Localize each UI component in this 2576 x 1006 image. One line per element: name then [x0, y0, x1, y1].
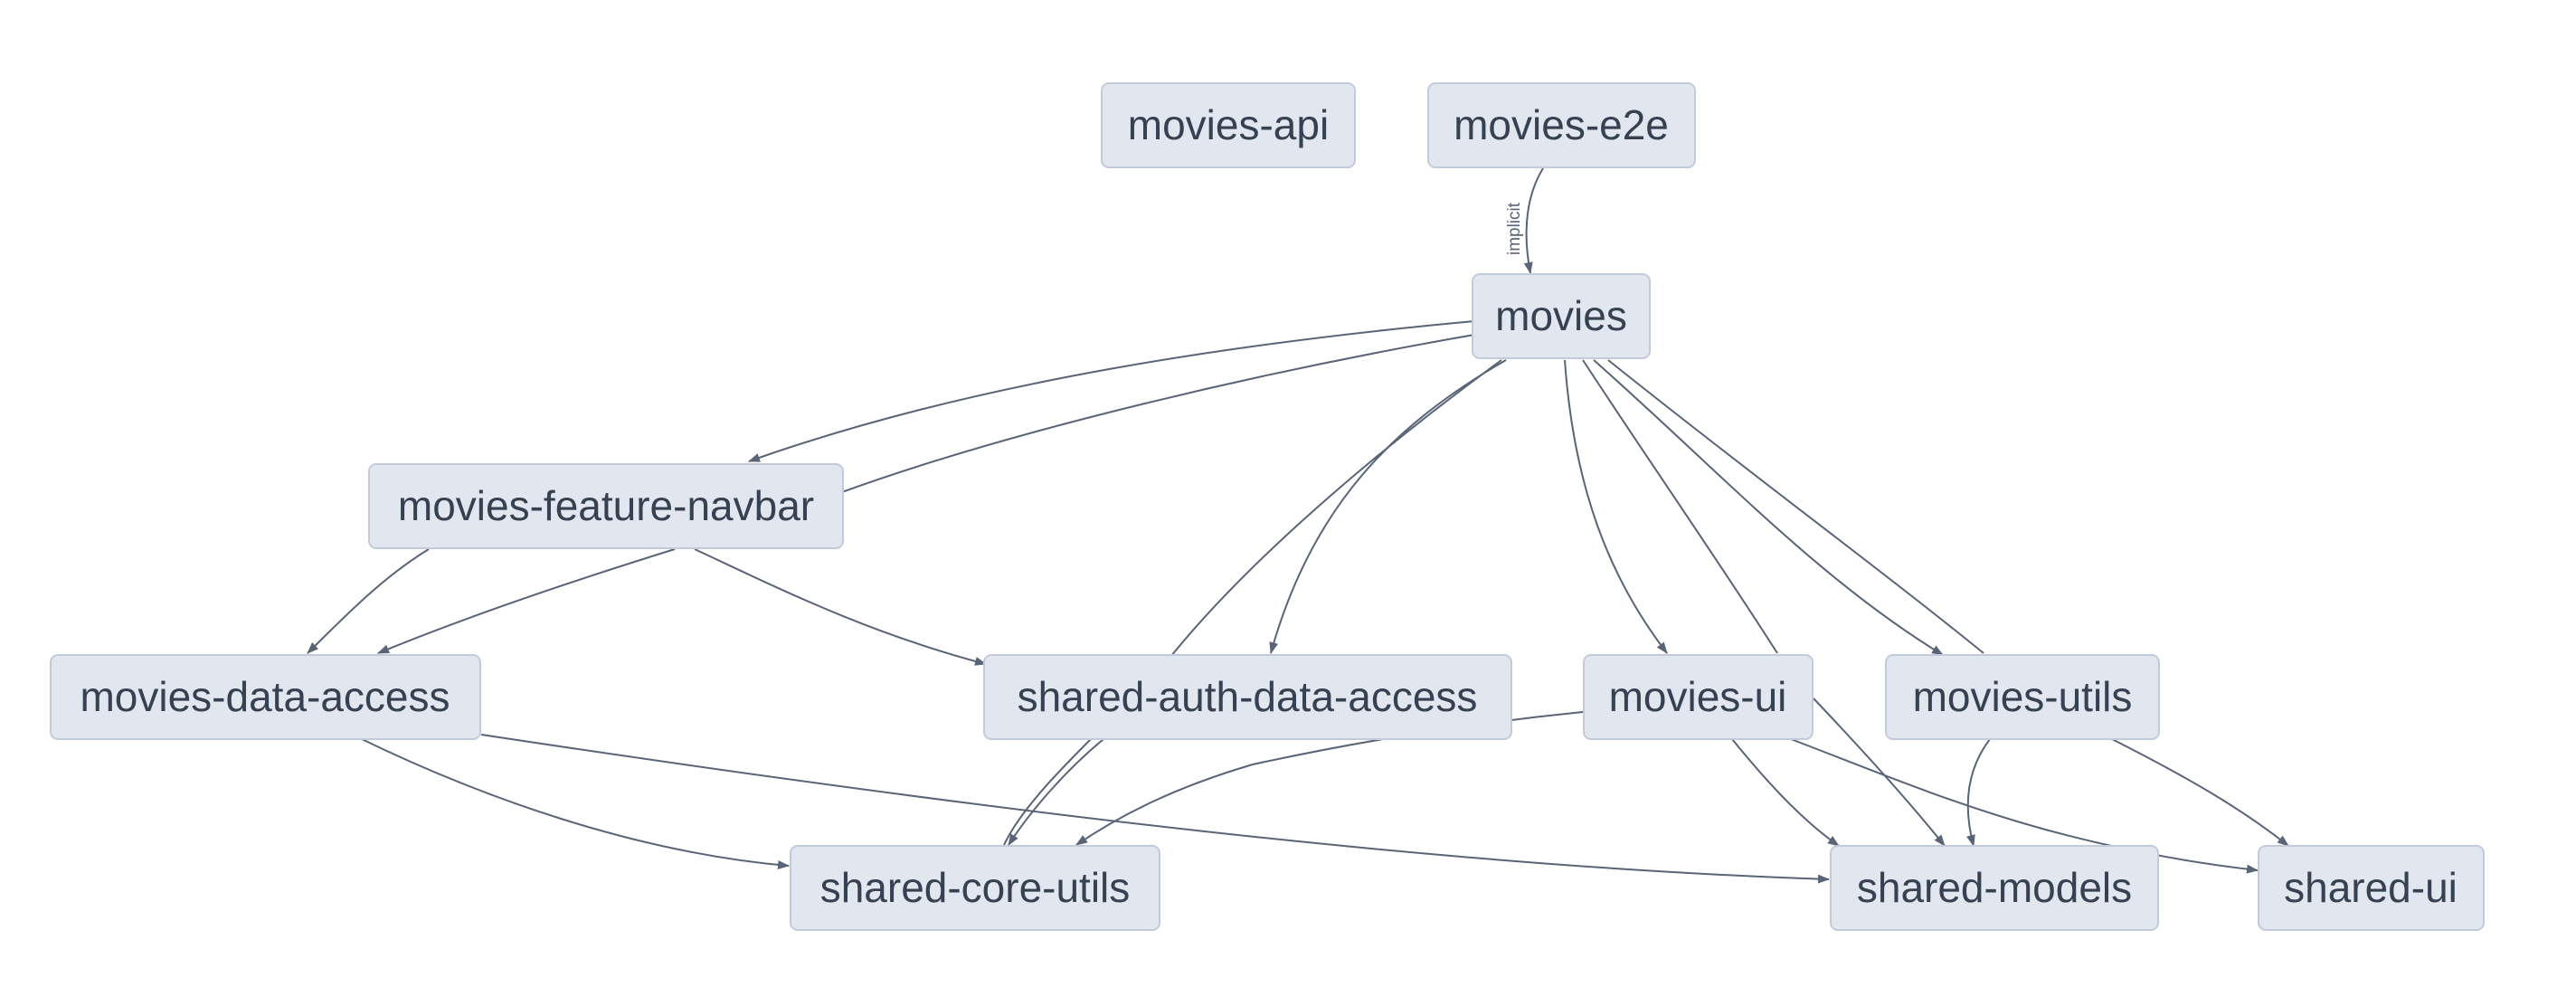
edge-movies-data-access-to-shared-core-utils: [361, 738, 790, 869]
node-label: movies-utils: [1913, 673, 2133, 720]
edge-movies-ui-to-shared-models: [1731, 738, 1840, 847]
edge-movies-to-movies-data-access: [838, 334, 1475, 494]
node-label: movies-e2e: [1454, 101, 1669, 148]
edge-movies-utils-to-shared-models: [1966, 738, 1991, 847]
edges-layer: implicit: [307, 167, 2289, 884]
node-label: shared-ui: [2284, 864, 2458, 911]
node-label: movies-data-access: [80, 673, 450, 720]
edge-movies-feature-navbar-to-movies-data-access: [307, 548, 430, 654]
node-movies-feature-navbar[interactable]: movies-feature-navbar: [368, 463, 844, 549]
node-shared-auth-data-access[interactable]: shared-auth-data-access: [983, 654, 1512, 740]
node-label: movies-feature-navbar: [398, 482, 814, 529]
nodes-layer: movies-api movies-e2e movies movies-feat…: [50, 82, 2485, 931]
node-movies-api[interactable]: movies-api: [1101, 82, 1356, 168]
edge-movies-utils-to-shared-ui: [2111, 738, 2289, 847]
node-movies-e2e[interactable]: movies-e2e: [1427, 82, 1696, 168]
edge-movies-to-shared-auth-data-access: [1269, 359, 1507, 654]
edge-movies-to-shared-models: [1582, 359, 1778, 654]
edge-movies-e2e-to-movies: [1523, 167, 1544, 274]
edge-movies-to-movies-ui: [1564, 359, 1668, 654]
edge-movies-feature-navbar-to-movies-data-access-2: [377, 548, 676, 654]
node-shared-ui[interactable]: shared-ui: [2258, 845, 2485, 931]
node-label: shared-models: [1857, 864, 2132, 911]
edge-movies-to-shared-ui: [1607, 359, 1984, 654]
node-shared-models[interactable]: shared-models: [1830, 845, 2159, 931]
edge-movies-to-shared-core-utils: [1003, 359, 1502, 846]
node-movies[interactable]: movies: [1472, 273, 1651, 359]
node-label: movies: [1495, 292, 1627, 339]
edge-movies-to-movies-feature-navbar: [748, 320, 1475, 462]
node-label: movies-api: [1128, 101, 1329, 148]
node-label: shared-core-utils: [820, 864, 1131, 911]
edge-movies-feature-navbar-to-shared-auth-data-access: [694, 548, 987, 666]
edge-shared-auth-data-access-to-shared-core-utils: [1008, 738, 1104, 846]
node-shared-core-utils[interactable]: shared-core-utils: [790, 845, 1160, 931]
node-label: shared-auth-data-access: [1018, 673, 1478, 720]
edge-movies-ui-to-shared-ui: [1790, 738, 2259, 874]
node-movies-utils[interactable]: movies-utils: [1885, 654, 2160, 740]
edge-movies-to-movies-utils: [1593, 359, 1944, 656]
edge-movies-data-access-to-shared-models: [480, 734, 1830, 884]
node-movies-ui[interactable]: movies-ui: [1583, 654, 1814, 740]
edge-label-implicit: implicit: [1505, 202, 1524, 255]
node-movies-data-access[interactable]: movies-data-access: [50, 654, 481, 740]
node-label: movies-ui: [1609, 673, 1787, 720]
